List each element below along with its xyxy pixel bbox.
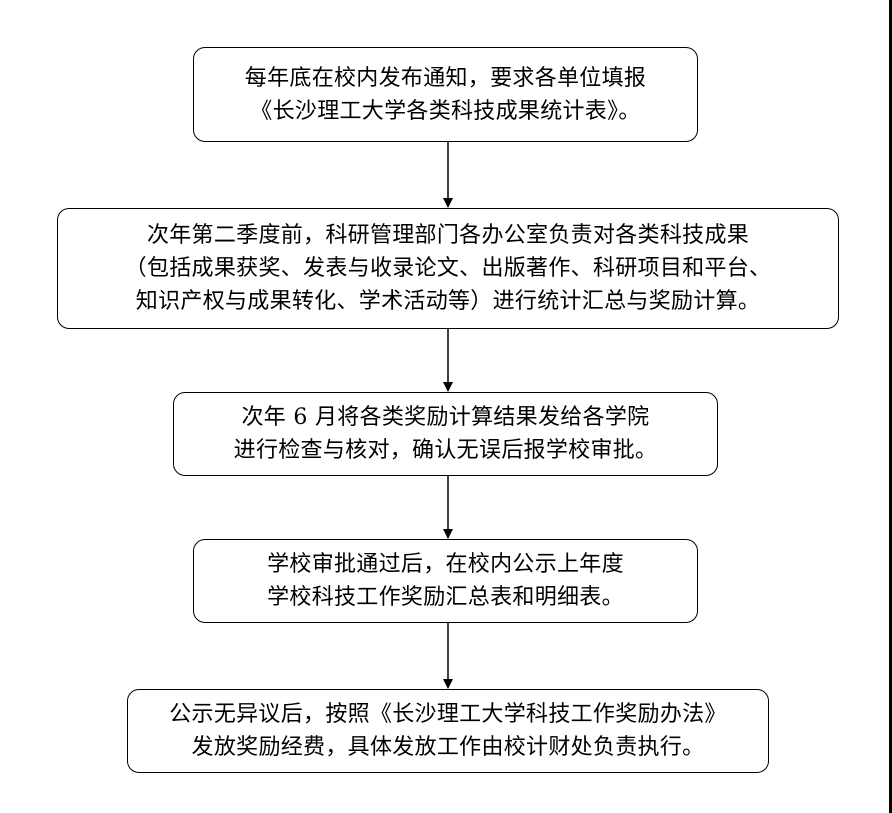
step-2-line-3: 知识产权与成果转化、学术活动等）进行统计汇总与奖励计算。 xyxy=(135,289,761,314)
step-4-box: 学校审批通过后，在校内公示上年度 学校科技工作奖励汇总表和明细表。 xyxy=(193,539,698,623)
page-edge-line xyxy=(889,0,892,813)
step-3-line-2: 进行检查与核对，确认无误后报学校审批。 xyxy=(233,438,658,463)
step-3-box: 次年 6 月将各类奖励计算结果发给各学院 进行检查与核对，确认无误后报学校审批。 xyxy=(173,392,718,476)
step-4-line-2: 学校科技工作奖励汇总表和明细表。 xyxy=(267,585,624,610)
step-2-line-1: 次年第二季度前，科研管理部门各办公室负责对各类科技成果 xyxy=(146,223,750,248)
step-1-line-1: 每年底在校内发布通知，要求各单位填报 xyxy=(244,65,647,91)
step-1-line-2: 《长沙理工大学各类科技成果统计表》。 xyxy=(250,98,641,124)
step-5-line-1: 公示无异议后，按照《长沙理工大学科技工作奖励办法》 xyxy=(169,702,727,727)
step-5-box: 公示无异议后，按照《长沙理工大学科技工作奖励办法》 发放奖励经费，具体发放工作由… xyxy=(127,689,769,773)
step-4-line-1: 学校审批通过后，在校内公示上年度 xyxy=(267,552,624,577)
step-5-line-2: 发放奖励经费，具体发放工作由校计财处负责执行。 xyxy=(191,735,705,760)
step-1-box: 每年底在校内发布通知，要求各单位填报 《长沙理工大学各类科技成果统计表》。 xyxy=(193,47,698,142)
step-2-box: 次年第二季度前，科研管理部门各办公室负责对各类科技成果 （包括成果获奖、发表与收… xyxy=(57,208,839,329)
step-2-line-2: （包括成果获奖、发表与收录论文、出版著作、科研项目和平台、 xyxy=(124,256,772,281)
step-3-line-1: 次年 6 月将各类奖励计算结果发给各学院 xyxy=(241,405,650,430)
